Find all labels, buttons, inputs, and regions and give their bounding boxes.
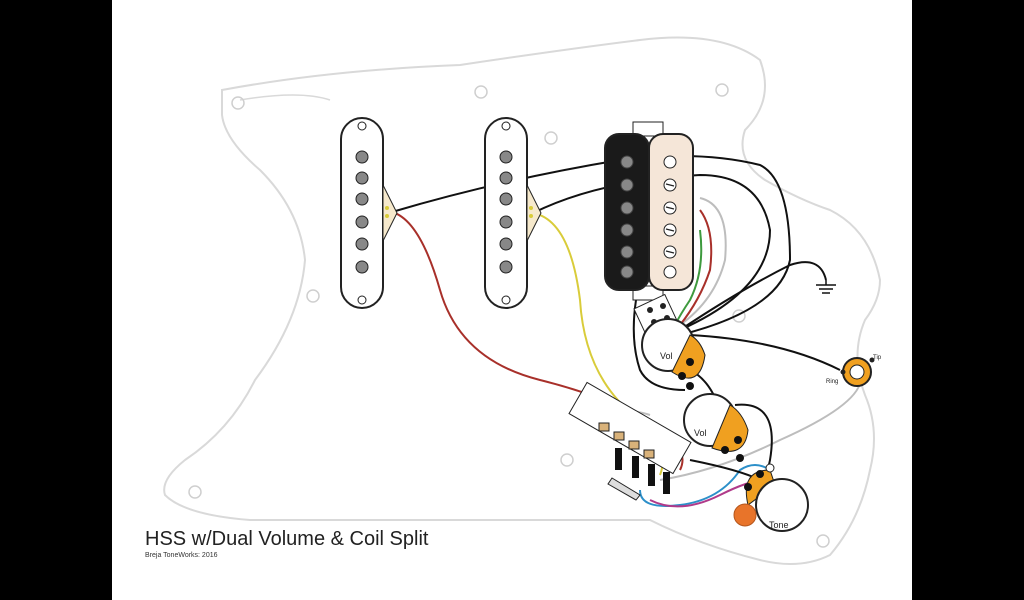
screw-hole [231, 96, 245, 110]
screw-hole [544, 131, 558, 145]
pickguard-inner-cutout [239, 94, 331, 101]
five-way-selector-switch [568, 381, 692, 501]
wire-jack-ring [659, 371, 862, 481]
screw-hole [306, 289, 320, 303]
volume-pot-1: Vol [641, 318, 706, 390]
ground-symbol-icon [816, 280, 836, 294]
pickguard-outline [163, 36, 882, 565]
screw-hole [560, 453, 574, 467]
wire-hb-black [632, 299, 686, 391]
neck-pickup [340, 117, 398, 309]
screw-hole [474, 85, 488, 99]
wire-hb-green [674, 229, 703, 326]
vol-2-label: Vol [694, 428, 707, 438]
screw-holes [188, 83, 830, 548]
volume-pot-2: Vol [683, 393, 749, 462]
screw-hole [732, 309, 746, 323]
letterbox-left [0, 0, 112, 600]
tone-capacitor [733, 503, 757, 527]
vol-1-label: Vol [660, 351, 673, 361]
diagram-title: HSS w/Dual Volume & Coil Split [145, 528, 429, 550]
wire-vol-to-jack [689, 334, 841, 371]
diagram-credit: Breja ToneWorks: 2016 [145, 552, 218, 559]
output-jack: Tip Ring [826, 355, 882, 387]
bridge-humbucker [604, 121, 694, 301]
screw-hole [188, 485, 202, 499]
letterbox-right [912, 0, 1024, 600]
middle-pickup [484, 117, 542, 309]
wire-neck-black [391, 155, 792, 336]
jack-ring-label: Ring [826, 379, 838, 385]
screw-hole [715, 83, 729, 97]
wire-middle-black [532, 173, 772, 331]
wire-blue [639, 464, 771, 507]
wire-hb-red [679, 209, 713, 326]
tone-pot: Tone [744, 463, 809, 532]
jack-tip-label: Tip [873, 355, 882, 361]
wire-ground [679, 261, 827, 331]
screw-hole [816, 534, 830, 548]
tone-label: Tone [769, 520, 789, 530]
wire-hb-white [679, 197, 727, 326]
